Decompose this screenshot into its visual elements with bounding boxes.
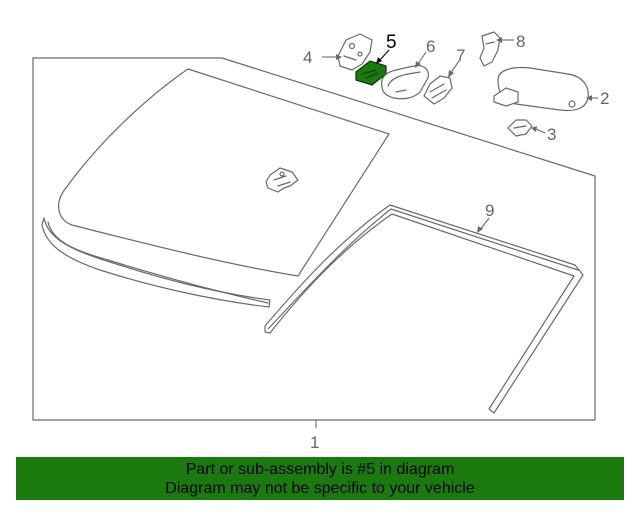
callout-4: 4 [303, 48, 312, 67]
part-6-cover [381, 65, 429, 100]
callout-7: 7 [456, 46, 465, 65]
info-banner: Part or sub-assembly is #5 in diagram Di… [16, 457, 624, 500]
callout-2: 2 [600, 89, 609, 108]
windshield-seal [264, 204, 584, 414]
windshield-glass [58, 68, 390, 277]
assembly-panel-outline [32, 57, 596, 421]
part-8-bracket [479, 31, 501, 67]
callout-1: 1 [310, 433, 319, 452]
banner-line-2: Diagram may not be specific to your vehi… [165, 480, 475, 497]
part-3-sensor [507, 119, 533, 137]
callout-6: 6 [426, 37, 435, 56]
parts-diagram: 4 5 6 7 8 2 3 9 1 [32, 31, 609, 452]
callout-3: 3 [547, 125, 556, 144]
part-7-bracket [423, 75, 453, 105]
lower-molding [41, 217, 271, 308]
callout-9: 9 [485, 201, 494, 220]
glass-mounted-bracket [265, 167, 299, 193]
part-4-bracket [337, 33, 373, 71]
callout-8: 8 [516, 32, 525, 51]
part-5-highlighted [355, 60, 387, 86]
banner-line-1: Part or sub-assembly is #5 in diagram [185, 461, 455, 478]
part-2-mirror [493, 66, 589, 112]
callout-5: 5 [386, 32, 397, 53]
